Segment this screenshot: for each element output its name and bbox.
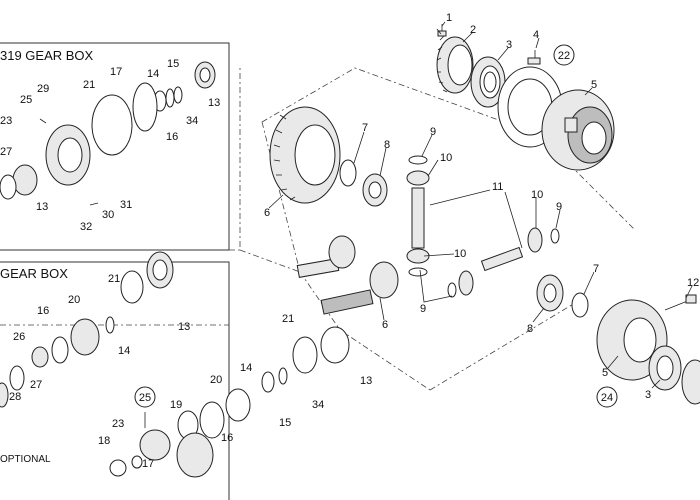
callout-12: 12 [687, 277, 699, 289]
leader-lines [268, 21, 693, 389]
callout-labels-top-inset: 13 14 15 16 17 21 23 25 27 29 30 31 32 1… [0, 58, 220, 233]
callout-25-a: 25 [20, 94, 32, 106]
callout-32: 32 [80, 221, 92, 233]
callout-11: 11 [492, 181, 503, 193]
callout-13-a: 13 [208, 97, 220, 109]
inset-bottom-parts [0, 251, 350, 478]
callout-26: 26 [13, 331, 25, 343]
callout-10-lower: 10 [454, 248, 466, 260]
callout-14-c: 14 [240, 362, 252, 374]
callout-13-c: 13 [178, 321, 190, 333]
callout-20-b: 20 [210, 374, 222, 386]
callout-21-a: 21 [83, 79, 95, 91]
callout-15-a: 15 [167, 58, 179, 70]
callout-10-right: 10 [531, 189, 543, 201]
callout-2: 2 [470, 24, 476, 36]
callout-7-right: 7 [593, 263, 599, 275]
callout-21-b: 21 [108, 273, 120, 285]
callout-20-a: 20 [68, 294, 80, 306]
callout-23-b: 23 [112, 418, 124, 430]
callout-19: 19 [170, 399, 182, 411]
spider-pinion-group [406, 155, 560, 298]
callout-9: 9 [430, 126, 436, 138]
inset-top-parts [0, 61, 216, 206]
callout-3-lower: 3 [645, 389, 651, 401]
callout-15-b: 15 [279, 417, 291, 429]
callout-14-b: 14 [118, 345, 130, 357]
gearbox-inset-top-title: 319 GEAR BOX [0, 48, 94, 63]
callout-8: 8 [384, 139, 390, 151]
washer-part-7-bottom [571, 292, 589, 318]
ring-gear-bearing-2-bottom [681, 359, 700, 405]
callout-23-a: 23 [0, 115, 12, 127]
callout-16-a: 16 [166, 131, 178, 143]
diff-housing-group [436, 24, 615, 171]
bearing-part-3-bottom [648, 345, 682, 391]
side-gear-part-8-bottom [536, 274, 564, 312]
circled-callout-24: 24 [596, 386, 618, 408]
callout-13-d: 13 [360, 375, 372, 387]
callout-1: 1 [446, 12, 452, 24]
gearbox-inset-top: 319 GEAR BOX [0, 42, 230, 251]
callout-28: 28 [9, 391, 21, 403]
callout-6: 6 [264, 207, 270, 219]
ring-gear-part-6 [269, 106, 341, 204]
callout-21-c: 21 [282, 313, 294, 325]
callout-7: 7 [362, 122, 368, 134]
callout-27-b: 27 [30, 379, 42, 391]
callout-10: 10 [440, 152, 452, 164]
callout-22: 22 [558, 50, 570, 62]
callout-13-b: 13 [36, 201, 48, 213]
callout-5-lower: 5 [602, 367, 608, 379]
callout-27-a: 27 [0, 146, 12, 158]
callout-16-b: 16 [37, 305, 49, 317]
callout-6-lower: 6 [382, 319, 388, 331]
callout-24: 24 [601, 392, 613, 404]
pinion-shaft-upper [296, 235, 356, 278]
gearbox-inset-bottom-title: GEAR BOX [0, 266, 68, 281]
callout-18: 18 [98, 435, 110, 447]
callout-17-a: 17 [110, 66, 122, 78]
callout-9-right: 9 [556, 201, 562, 213]
optional-note: OPTIONAL [0, 454, 51, 465]
ring-gear-bearing-2 [436, 35, 474, 94]
circled-callout-25: 25 [134, 386, 156, 408]
callout-labels-bottom: 21 13 20 16 14 26 27 28 21 13 14 34 15 2… [9, 273, 372, 470]
callout-14-a: 14 [147, 68, 159, 80]
callout-labels: 1 2 3 4 5 6 7 8 9 10 11 10 9 10 9 6 7 8 … [264, 12, 699, 401]
bolt-part-12 [664, 294, 697, 311]
callout-17-b: 17 [142, 458, 154, 470]
callout-9-lower: 9 [420, 303, 426, 315]
callout-16-c: 16 [221, 432, 233, 444]
callout-30: 30 [102, 209, 114, 221]
callout-8-right: 8 [527, 323, 533, 335]
washer-part-7-top [339, 159, 357, 187]
callout-4: 4 [533, 29, 539, 41]
callout-34-b: 34 [312, 399, 324, 411]
bearing-part-3-top [470, 56, 506, 108]
circled-callout-22: 22 [553, 44, 575, 66]
callout-3: 3 [506, 39, 512, 51]
callout-34-a: 34 [186, 115, 198, 127]
diff-case-part-5 [541, 89, 615, 171]
callout-25: 25 [139, 392, 151, 404]
bolt-part-4 [527, 50, 541, 65]
callout-5: 5 [591, 79, 597, 91]
side-gear-part-8-top [362, 173, 388, 207]
pinion-shaft-part-6-lower [320, 261, 399, 315]
callout-31: 31 [120, 199, 132, 211]
callout-29: 29 [37, 83, 49, 95]
